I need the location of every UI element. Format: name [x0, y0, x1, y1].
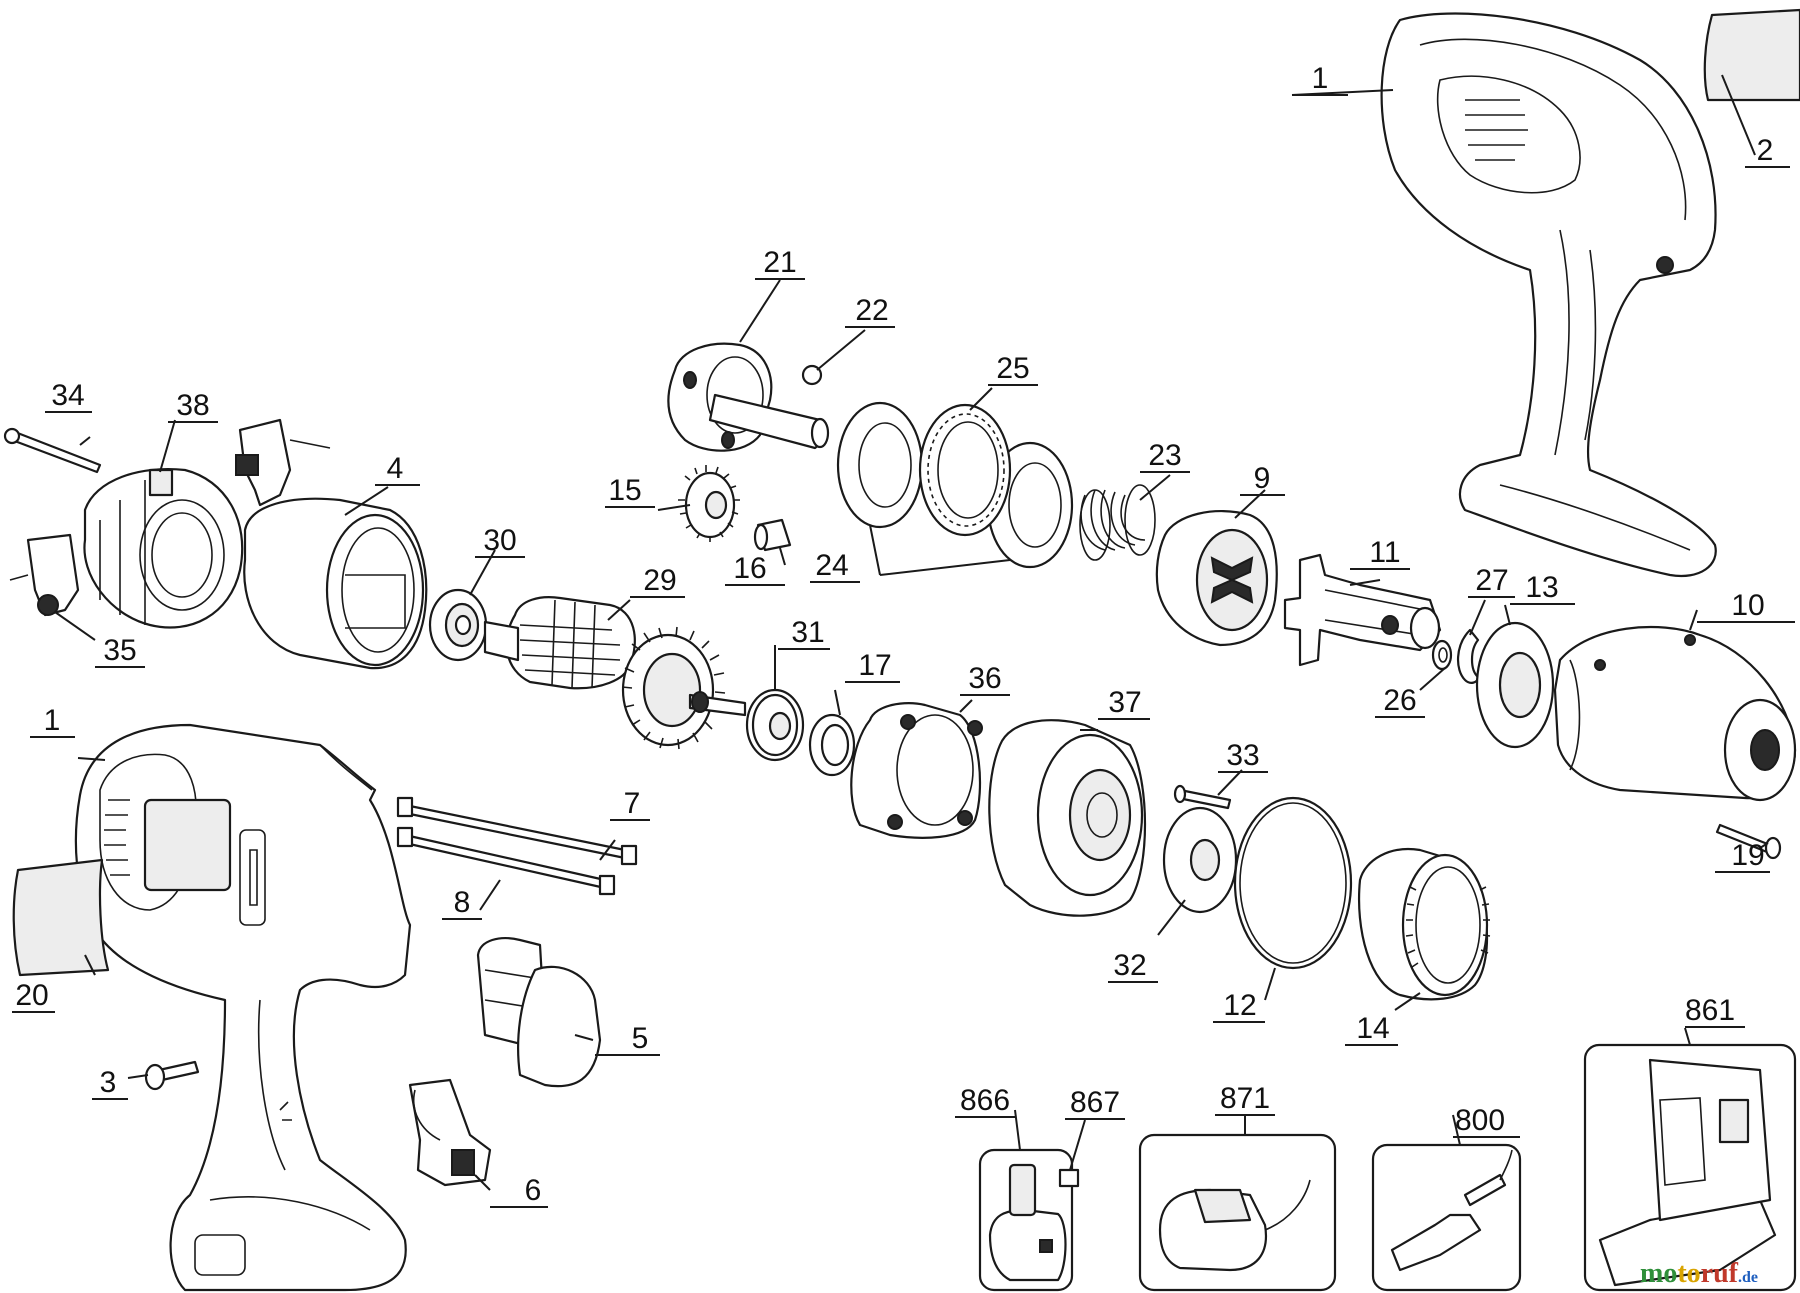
brush-holder-38 [83, 468, 244, 629]
screw-3 [144, 1060, 200, 1091]
callout-1-lower: 1 [44, 704, 61, 737]
callout-14: 14 [1356, 1012, 1389, 1045]
washer-13 [1475, 621, 1555, 749]
callout-26: 26 [1383, 684, 1416, 717]
callout-12: 12 [1223, 989, 1256, 1022]
callout-867: 867 [1070, 1086, 1120, 1119]
callout-25: 25 [996, 352, 1029, 385]
screw-34 [3, 427, 102, 474]
callout-2: 2 [1757, 134, 1774, 167]
thrust-bearing-25 [918, 403, 1012, 537]
accessory-box-800 [1371, 1143, 1522, 1292]
cam-21 [667, 342, 830, 452]
brush-35 [9, 533, 80, 617]
callout-32: 32 [1113, 949, 1146, 982]
wire-7 [396, 796, 638, 866]
housing-half-right [1380, 12, 1717, 578]
callout-866: 866 [960, 1084, 1010, 1117]
callout-6: 6 [525, 1174, 542, 1207]
callout-8: 8 [454, 886, 471, 919]
callout-10: 10 [1731, 589, 1764, 622]
hammer-9 [1155, 510, 1278, 647]
case-box-861 [1583, 1043, 1797, 1292]
callout-labels: 1 2 1 3 4 5 6 7 8 9 10 11 12 13 14 15 16… [12, 62, 1795, 1208]
nose-housing-10 [1553, 626, 1797, 802]
callout-23: 23 [1148, 439, 1181, 472]
pin-16 [753, 518, 792, 552]
callout-34: 34 [51, 379, 84, 412]
callout-16: 16 [733, 552, 766, 585]
washer-17 [808, 713, 856, 777]
callout-1-upper: 1 [1312, 62, 1329, 95]
washer-26 [1431, 639, 1453, 671]
ring-gear-14 [1358, 847, 1491, 1001]
label-sheet-left [12, 858, 110, 977]
callout-11: 11 [1369, 536, 1400, 569]
retaining-ring-27 [1457, 628, 1480, 684]
battery-box-866 [978, 1148, 1080, 1292]
callout-3: 3 [100, 1066, 117, 1099]
callout-29: 29 [643, 564, 676, 597]
callout-24: 24 [815, 549, 848, 582]
label-sheet-top [1703, 8, 1800, 102]
contact-6 [408, 1078, 492, 1187]
callout-30: 30 [483, 524, 516, 557]
callout-800: 800 [1455, 1104, 1505, 1137]
watermark-part-4: .de [1738, 1269, 1758, 1286]
callout-9: 9 [1254, 462, 1271, 495]
housing-half-left [74, 723, 412, 1292]
bearing-32 [1162, 806, 1238, 914]
callout-871: 871 [1220, 1082, 1270, 1115]
callout-20: 20 [15, 979, 48, 1012]
callout-27: 27 [1475, 564, 1508, 597]
callout-35: 35 [103, 634, 136, 667]
bearing-30 [428, 588, 488, 662]
callout-5: 5 [632, 1022, 649, 1055]
callout-19: 19 [1731, 839, 1764, 872]
charger-box-871 [1138, 1133, 1337, 1292]
armature-29 [483, 596, 747, 750]
callout-21: 21 [763, 246, 796, 279]
anvil-11 [1283, 553, 1442, 667]
callout-33: 33 [1226, 739, 1259, 772]
magnet-housing-4 [243, 497, 428, 670]
callout-861: 861 [1685, 994, 1735, 1027]
o-ring-12 [1233, 796, 1353, 970]
switch-5 [476, 937, 602, 1088]
brush-spring-top [235, 418, 331, 507]
callout-38: 38 [176, 389, 209, 422]
gear-housing-36 [850, 702, 983, 839]
gear-15 [678, 465, 740, 542]
callout-37: 37 [1108, 686, 1141, 719]
watermark-part-2: to [1677, 1258, 1700, 1289]
wire-8 [396, 826, 616, 896]
callout-22: 22 [855, 294, 888, 327]
watermark-part-3: ruf [1701, 1258, 1739, 1289]
gear-case-37 [988, 719, 1147, 917]
callout-13: 13 [1525, 571, 1558, 604]
callout-7: 7 [624, 787, 641, 820]
callout-4: 4 [387, 452, 404, 485]
bearing-31 [745, 688, 805, 762]
spring-23 [1079, 484, 1156, 561]
ball-22 [801, 364, 823, 386]
screw-19 [1715, 823, 1782, 860]
callout-15: 15 [608, 474, 641, 507]
callout-17: 17 [858, 649, 891, 682]
watermark-part-1: mo [1640, 1258, 1677, 1289]
callout-36: 36 [968, 662, 1001, 695]
callout-31: 31 [791, 616, 824, 649]
pin-33 [1173, 784, 1232, 810]
watermark-motoruf: motoruf.de [1640, 1258, 1758, 1289]
